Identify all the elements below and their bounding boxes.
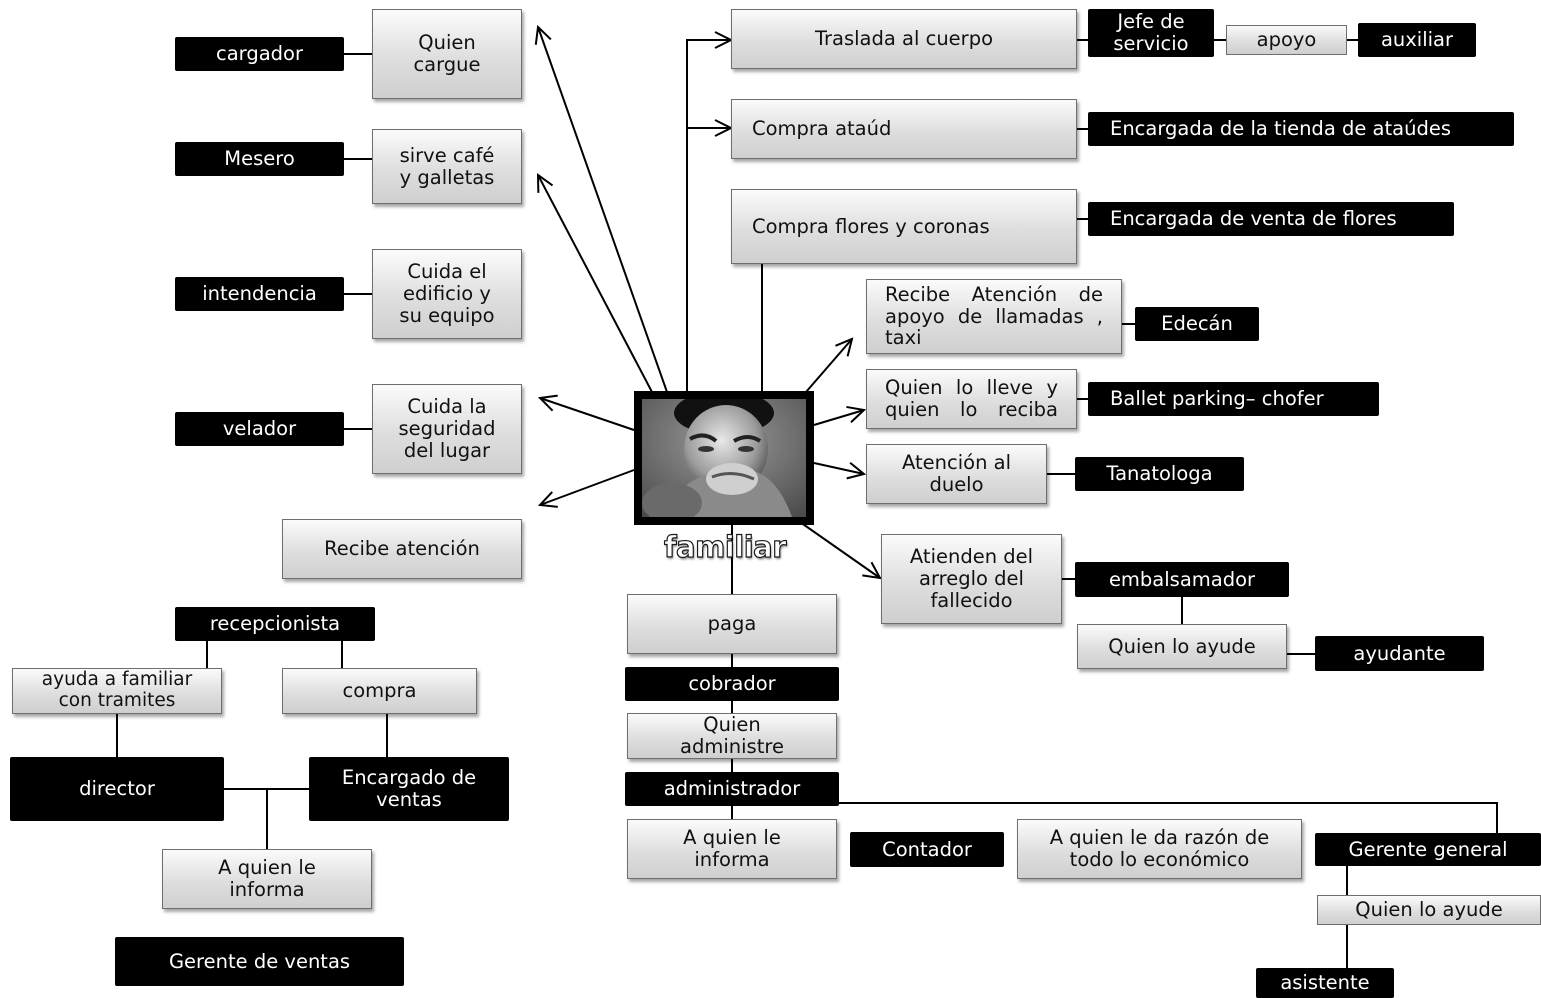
apoyo-box: apoyo xyxy=(1226,25,1347,55)
jefe-servicio-box: Jefe de servicio xyxy=(1088,9,1214,57)
administrador-box: administrador xyxy=(625,772,839,806)
arrow-to-atienden-arreglo xyxy=(799,521,880,578)
recepcionista-box: recepcionista xyxy=(175,607,375,641)
cargador-box: cargador xyxy=(175,37,344,71)
cuida-edificio-box: Cuida el edificio y su equipo xyxy=(372,249,522,339)
encargada-flores-box: Encargada de venta de flores xyxy=(1088,202,1454,236)
edecan-box: Edecán xyxy=(1135,307,1259,341)
quien-lleve-box: Quien lo lleve y quien lo reciba xyxy=(866,369,1077,429)
ayuda-familiar-box: ayuda a familiar con tramites xyxy=(12,668,222,714)
velador-box: velador xyxy=(175,412,344,446)
encargada-ataudes-box: Encargada de la tienda de ataúdes xyxy=(1088,112,1514,146)
quien-ayude-box: Quien lo ayude xyxy=(1077,624,1287,669)
arrow-to-quien-cargue xyxy=(538,27,668,393)
contador-box: Contador xyxy=(850,832,1004,867)
mesero-box: Mesero xyxy=(175,142,344,176)
compra-flores-box: Compra flores y coronas xyxy=(731,189,1077,264)
compra-ataud-box: Compra ataúd xyxy=(731,99,1077,159)
paga-box: paga xyxy=(627,594,837,654)
recibe-atencion-box: Recibe atención xyxy=(282,519,522,579)
gerente-general-box: Gerente general xyxy=(1315,833,1541,866)
a-quien-informa-box: A quien le informa xyxy=(162,849,372,909)
a-quien-informa2-box: A quien le informa xyxy=(627,819,837,879)
arrow-to-sirve-cafe xyxy=(538,175,653,393)
ayudante-box: ayudante xyxy=(1315,636,1484,671)
center-label: familiar xyxy=(663,529,787,564)
ballet-box: Ballet parking– chofer xyxy=(1088,382,1379,416)
traslada-box: Traslada al cuerpo xyxy=(731,9,1077,69)
tanatologa-box: Tanatologa xyxy=(1075,457,1244,491)
asistente-box: asistente xyxy=(1256,968,1394,998)
gerente-ventas-box: Gerente de ventas xyxy=(115,937,404,986)
cobrador-box: cobrador xyxy=(625,667,839,701)
intendencia-box: intendencia xyxy=(175,277,344,311)
recibe-llamadas-box: Recibe Atención de apoyo de llamadas , t… xyxy=(866,279,1122,354)
quien-ayude2-box: Quien lo ayude xyxy=(1317,895,1541,925)
atienden-arreglo-box: Atienden del arreglo del fallecido xyxy=(881,534,1062,624)
branch-top xyxy=(686,40,731,392)
quien-cargue-box: Quien cargue xyxy=(372,9,522,99)
sirve-cafe-box: sirve café y galletas xyxy=(372,129,522,204)
cuida-seguridad-box: Cuida la seguridad del lugar xyxy=(372,384,522,474)
encargado-ventas-box: Encargado de ventas xyxy=(309,757,509,821)
atencion-duelo-box: Atención al duelo xyxy=(866,444,1047,504)
compra-box: compra xyxy=(282,668,477,714)
arrow-to-recibe-atencion xyxy=(540,469,635,505)
arrow-to-atencion-duelo xyxy=(813,463,864,474)
arrow-to-quien-lleve xyxy=(813,410,864,426)
auxiliar-box: auxiliar xyxy=(1358,23,1476,57)
arrow-to-cuida-seguridad xyxy=(540,398,635,431)
director-box: director xyxy=(10,757,224,821)
quien-administre-box: Quien administre xyxy=(627,713,837,759)
arrow-to-recibe-llamadas xyxy=(805,339,852,393)
embalsamador-box: embalsamador xyxy=(1075,562,1289,597)
razon-economico-box: A quien le da razón de todo lo económico xyxy=(1017,819,1302,879)
grieving-man-image xyxy=(642,399,806,517)
familiar-photo xyxy=(634,391,814,525)
